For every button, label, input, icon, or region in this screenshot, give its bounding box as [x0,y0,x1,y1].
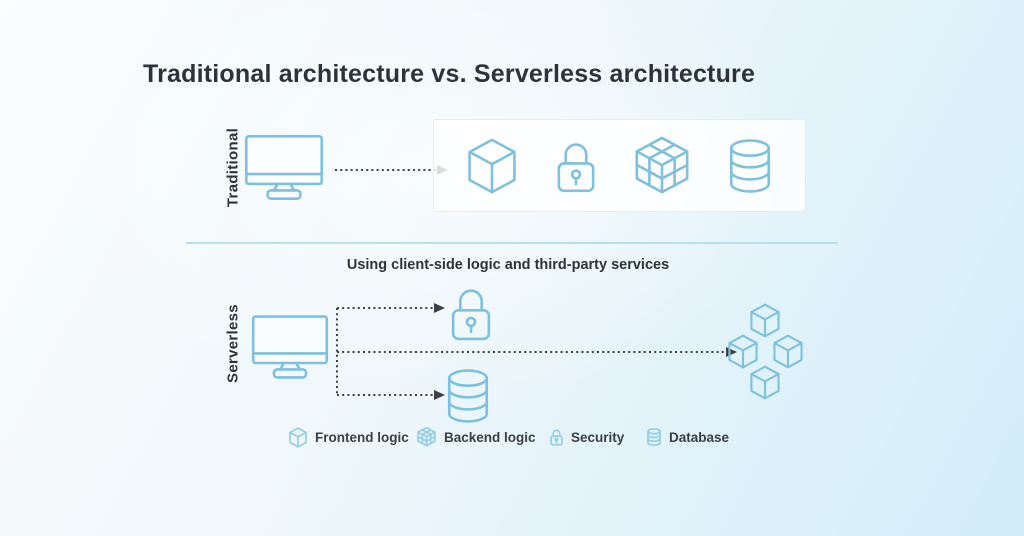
legend-item-frontend-logic: Frontend logic [288,425,409,449]
arrows-serverless [336,303,737,400]
cube-icon [464,137,520,195]
section-divider [186,242,838,244]
serverless-caption: Using client-side logic and third-party … [346,257,670,273]
legend-item-security: Security [549,425,624,449]
traditional-section-label: Traditional [224,127,242,208]
legend-label: Security [571,429,625,445]
serverless-section-label: Serverless [224,304,242,383]
diagram-title: Traditional architecture vs. Serverless … [143,60,756,88]
monitor-icon [243,133,325,202]
lock-icon [552,137,600,195]
database-icon [646,428,662,446]
legend-label: Backend logic [444,429,536,445]
lock-icon [549,428,564,446]
cube-cluster-icon [728,304,803,399]
legend-label: Database [669,429,730,445]
lock-icon [446,283,496,343]
database-icon [443,367,493,425]
legend-item-backend-logic: Backend logic [416,425,536,449]
traditional-services-panel [433,119,806,212]
legend-item-database: Database [646,425,729,449]
legend-label: Frontend logic [315,429,409,445]
cube-icon [288,427,308,448]
segmented-cube-icon [416,427,437,447]
database-icon [725,138,775,194]
monitor-icon [250,313,330,381]
segmented-cube-icon [631,136,693,196]
